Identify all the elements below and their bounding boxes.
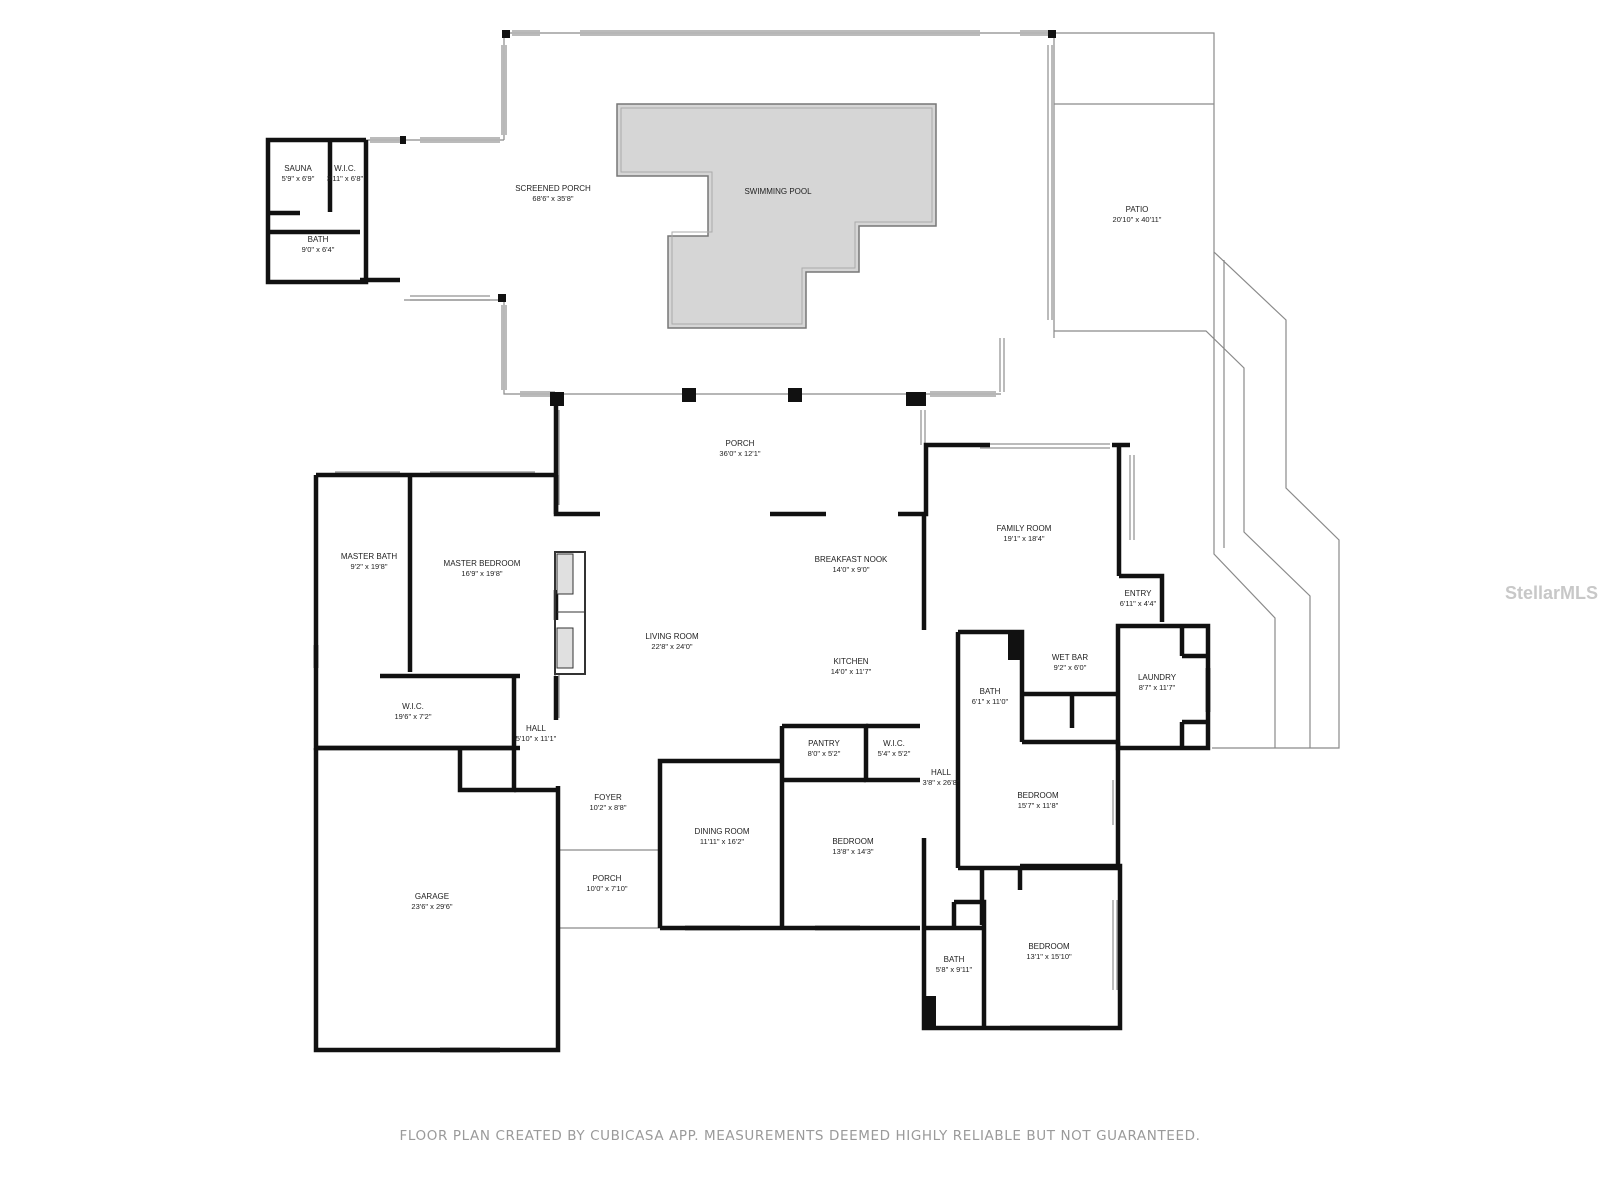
label-bath-mid-dim: 6'1" x 11'0" — [972, 697, 1009, 706]
footer-disclaimer: FLOOR PLAN CREATED BY CUBICASA APP. MEAS… — [399, 1128, 1201, 1144]
label-bath-sauna-dim: 9'0" x 6'4" — [302, 245, 335, 254]
label-breakfast-nook-name: BREAKFAST NOOK — [815, 555, 888, 564]
label-screened-porch-name: SCREENED PORCH — [515, 184, 591, 193]
swimming-pool-shape — [616, 103, 937, 329]
label-kitchen-name: KITCHEN — [833, 657, 868, 666]
label-bath-sauna-name: BATH — [308, 235, 329, 244]
label-wic-kitchen-name: W.I.C. — [883, 739, 905, 748]
label-master-bath-name: MASTER BATH — [341, 552, 398, 561]
label-bedroom-c-dim: 13'1" x 15'10" — [1026, 952, 1072, 961]
label-entry-name: ENTRY — [1125, 589, 1153, 598]
label-bedroom-c-name: BEDROOM — [1028, 942, 1070, 951]
watermark-stellarmls: StellarMLS — [1505, 583, 1599, 603]
label-bath-lower-name: BATH — [944, 955, 965, 964]
label-hall-right-dim: 3'8" x 26'8" — [923, 778, 960, 787]
label-foyer-name: FOYER — [594, 793, 622, 802]
column-blocks — [400, 30, 1056, 1028]
thin-outlines — [364, 32, 1340, 929]
label-wic-kitchen-dim: 5'4" x 5'2" — [878, 749, 911, 758]
label-wic-master-name: W.I.C. — [402, 702, 424, 711]
label-pantry-dim: 8'0" x 5'2" — [808, 749, 841, 758]
label-bedroom-a-name: BEDROOM — [1017, 791, 1059, 800]
label-wet-bar-name: WET BAR — [1052, 653, 1089, 662]
label-dining-room-name: DINING ROOM — [694, 827, 749, 836]
label-screened-porch-dim: 68'6" x 35'8" — [532, 194, 573, 203]
label-entry-dim: 6'11" x 4'4" — [1120, 599, 1157, 608]
label-breakfast-nook-dim: 14'0" x 9'0" — [833, 565, 870, 574]
label-wet-bar-dim: 9'2" x 6'0" — [1054, 663, 1087, 672]
label-wic-sauna-dim: 3'11" x 6'8" — [327, 174, 364, 183]
label-dining-room-dim: 11'11" x 16'2" — [700, 837, 745, 846]
label-bedroom-b-name: BEDROOM — [832, 837, 874, 846]
label-sauna-dim: 5'9" x 6'9" — [282, 174, 315, 183]
label-laundry-name: LAUNDRY — [1138, 673, 1177, 682]
label-kitchen-dim: 14'0" x 11'7" — [831, 667, 872, 676]
label-family-room-name: FAMILY ROOM — [997, 524, 1052, 533]
label-living-room-dim: 22'8" x 24'0" — [651, 642, 692, 651]
label-porch-back-dim: 36'0" x 12'1" — [719, 449, 760, 458]
fireplace-icon — [554, 551, 586, 675]
label-hall-left-name: HALL — [526, 724, 547, 733]
label-wic-master-dim: 19'6" x 7'2" — [395, 712, 432, 721]
label-foyer-dim: 10'2" x 8'8" — [590, 803, 627, 812]
label-master-bedroom-dim: 16'9" x 19'8" — [461, 569, 502, 578]
label-wic-sauna-name: W.I.C. — [334, 164, 356, 173]
label-master-bath-dim: 9'2" x 19'8" — [351, 562, 388, 571]
label-bath-mid-name: BATH — [980, 687, 1001, 696]
label-patio-name: PATIO — [1126, 205, 1149, 214]
room-labels: SAUNA 5'9" x 6'9" W.I.C. 3'11" x 6'8" BA… — [282, 164, 1177, 974]
label-hall-left-dim: 5'10" x 11'1" — [516, 734, 557, 743]
label-bedroom-a-dim: 15'7" x 11'8" — [1018, 801, 1059, 810]
label-living-room-name: LIVING ROOM — [645, 632, 699, 641]
label-bath-lower-dim: 5'8" x 9'11" — [936, 965, 973, 974]
label-porch-front-name: PORCH — [593, 874, 622, 883]
label-swimming-pool-name: SWIMMING POOL — [744, 187, 812, 196]
label-porch-back-name: PORCH — [726, 439, 755, 448]
label-family-room-dim: 19'1" x 18'4" — [1003, 534, 1044, 543]
label-hall-right-name: HALL — [931, 768, 952, 777]
label-bedroom-b-dim: 13'8" x 14'3" — [832, 847, 873, 856]
label-garage-dim: 23'6" x 29'6" — [411, 902, 452, 911]
label-master-bedroom-name: MASTER BEDROOM — [444, 559, 521, 568]
label-patio-dim: 20'10" x 40'11" — [1113, 215, 1162, 224]
label-porch-front-dim: 10'0" x 7'10" — [586, 884, 627, 893]
label-sauna-name: SAUNA — [284, 164, 312, 173]
label-laundry-dim: 8'7" x 11'7" — [1139, 683, 1176, 692]
label-garage-name: GARAGE — [415, 892, 449, 901]
label-pantry-name: PANTRY — [808, 739, 840, 748]
